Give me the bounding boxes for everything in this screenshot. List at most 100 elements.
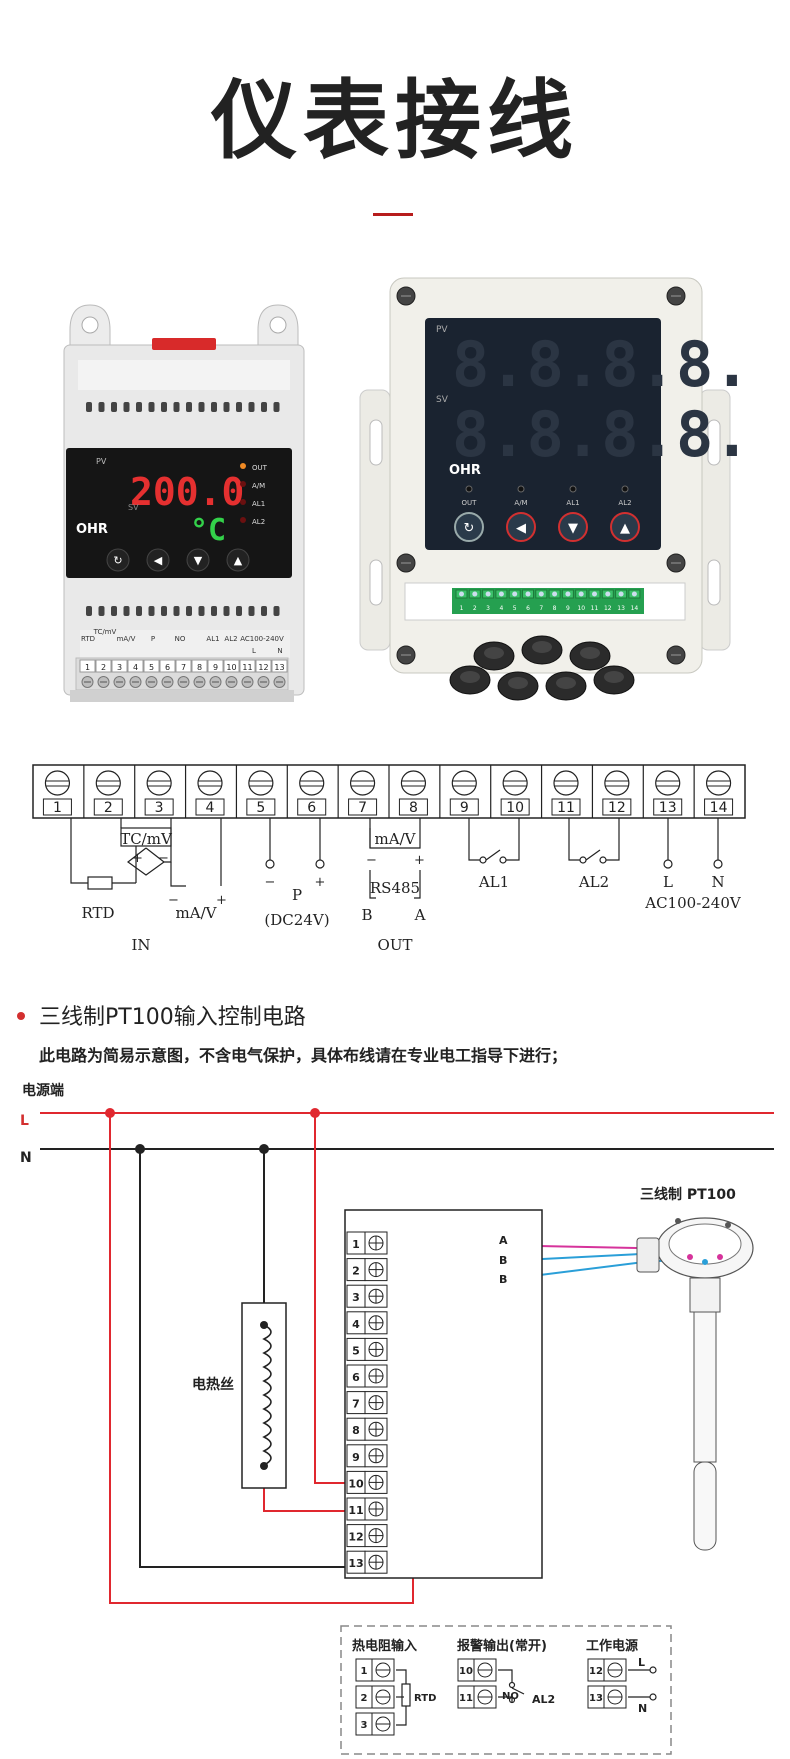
legend-l-label: L [638,1656,645,1669]
circuit-terminal-number: 5 [352,1344,360,1357]
din-sv-display: °C [190,513,226,548]
circuit-terminal-number: 11 [348,1504,363,1517]
label-p-minus: − [265,875,276,890]
label-p-plus: + [315,875,326,890]
din-key-icon: ▲ [234,554,243,567]
legend-terminal-number: 11 [459,1693,473,1704]
din-top-label: AL2 [224,635,237,643]
terminal-screw [553,770,579,796]
din-key-2[interactable] [146,548,170,572]
terminal-screw [197,770,223,796]
legend-terminal-number: 13 [589,1693,603,1704]
terminal-screw [349,770,376,796]
box-key-icon: ▲ [620,521,630,536]
din-key-4[interactable] [226,548,250,572]
label-tc-plus: + [132,851,143,866]
box-led-label: OUT [462,499,478,507]
din-front-panel [66,448,292,578]
legend-power-title: 工作电源 [586,1638,638,1654]
label-ac: AC100-240V [644,894,742,912]
box-terminal-number: 13 [617,605,625,612]
box-key-2[interactable] [506,512,536,542]
box-terminal-number: 6 [526,605,530,612]
terminal-screw [400,770,427,796]
terminal-screw [705,770,732,796]
circuit-terminal-number: 3 [352,1291,360,1304]
legend-terminal-number: 3 [361,1720,368,1731]
legend-rtd-title: 热电阻输入 [352,1638,417,1654]
terminal-number: 10 [506,800,524,816]
din-terminal-number: 12 [258,663,268,672]
din-terminal-number: 9 [213,663,218,672]
din-pv-display: 200.0 [130,470,244,514]
legend-frame [340,1625,672,1755]
line-n-label: N [20,1150,32,1166]
wire-b1-label: B [499,1254,507,1267]
pt100-sensor: 三线制 PT100 [636,1186,754,1551]
din-terminal-number: 1 [85,663,90,672]
circuit-terminal-number: 6 [352,1371,360,1384]
junction-dot [259,1144,269,1154]
din-terminal-number: 6 [165,663,170,672]
heater-label: 电热丝 [192,1376,234,1393]
din-led-label: A/M [252,482,265,490]
legend-alarm-title: 报警输出(常开) [457,1638,547,1654]
label-b: B [361,906,372,924]
legend-terminal-number: 2 [361,1693,368,1704]
circuit-terminal-number: 1 [352,1238,360,1251]
terminal-screw [655,770,681,796]
din-top-label: L [252,647,256,655]
din-top-label: mA/V [117,635,136,643]
din-top-label: RTD [81,635,95,643]
din-led-label: AL2 [252,518,265,526]
circuit-terminal-number: 4 [352,1318,360,1331]
circuit-terminal-number: 7 [352,1398,360,1411]
terminal-number: 5 [256,800,265,816]
terminal-number: 11 [557,800,575,816]
junction-dot [310,1108,320,1118]
box-key-3[interactable] [558,512,588,542]
din-key-icon: ◀ [154,554,163,567]
box-terminal-number: 8 [553,605,557,612]
label-out: OUT [378,936,413,954]
din-key-icon: ↻ [113,554,122,567]
terminal-number: 7 [358,800,367,816]
label-dc24v: (DC24V) [264,911,329,929]
box-key-icon: ↻ [464,521,475,536]
circuit-terminal-number: 12 [348,1531,363,1544]
box-key-icon: ▼ [568,521,578,536]
din-terminal-number: 7 [181,663,186,672]
label-p: P [292,886,302,904]
label-rs485: RS485 [370,879,420,897]
box-terminal-number: 10 [577,605,585,612]
legend-no-label: NO [502,1691,519,1702]
box-key-1[interactable] [454,512,484,542]
legend-al2-label: AL2 [532,1693,555,1706]
terminal-number: 1 [53,800,62,816]
din-terminal-number: 2 [101,663,106,672]
terminal-screw [502,770,528,796]
box-front-panel [425,318,661,550]
din-led-4 [240,517,246,523]
label-al1: AL1 [478,873,509,891]
terminal-screw [146,770,172,796]
box-led-label: AL2 [618,499,631,507]
din-terminal-number: 8 [197,663,202,672]
page-title: 仪表接线 [211,71,579,171]
box-terminal-number: 4 [499,605,503,612]
box-key-4[interactable] [610,512,640,542]
title-divider [373,213,413,216]
din-key-1[interactable] [106,548,130,572]
power-label: 电源端 [22,1082,64,1099]
junction-dot [105,1108,115,1118]
label-ma-minus: − [168,893,179,908]
din-top-label: P [151,635,155,643]
din-terminal-number: 5 [149,663,154,672]
din-top-label: TC/mV [93,628,117,636]
din-key-3[interactable] [186,548,210,572]
box-key-icon: ◀ [516,521,526,536]
